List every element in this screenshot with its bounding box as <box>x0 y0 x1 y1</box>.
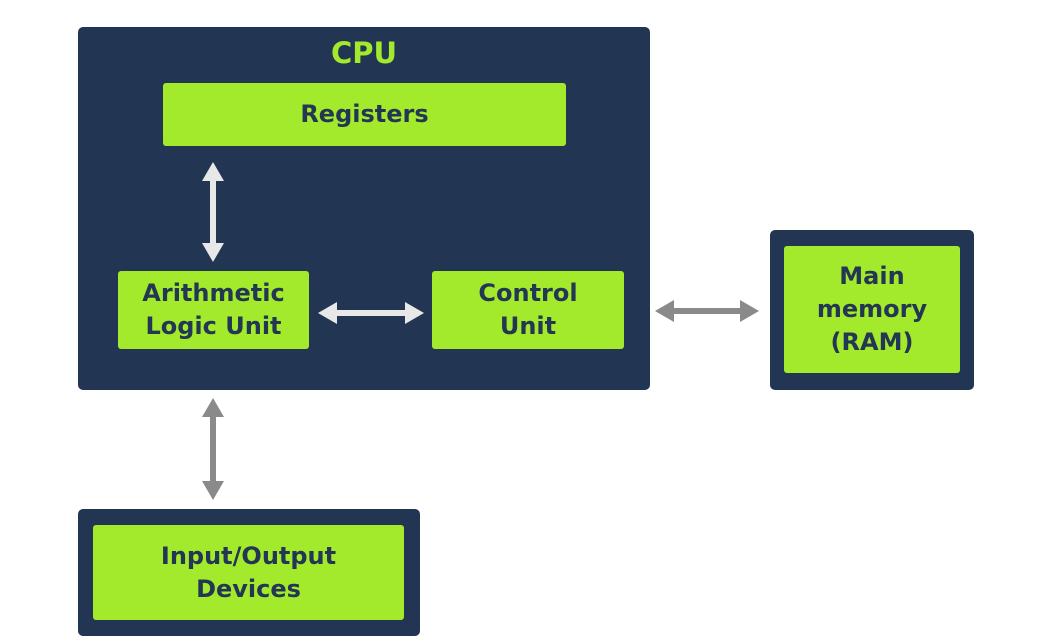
memory-box: Main memory (RAM) <box>784 246 960 373</box>
alu-box: Arithmetic Logic Unit <box>118 271 309 349</box>
control-unit-box: Control Unit <box>432 271 624 349</box>
cpu-title: CPU <box>330 36 398 70</box>
registers-box: Registers <box>163 83 566 146</box>
io-box: Input/Output Devices <box>93 525 404 620</box>
